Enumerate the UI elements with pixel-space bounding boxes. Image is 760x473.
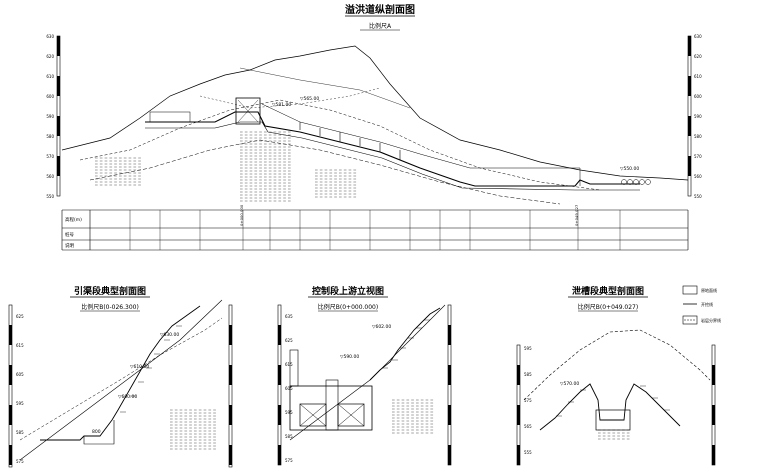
row-label-note: 说明 [65, 242, 74, 249]
ground-line [61, 45, 689, 181]
annotation-crest: ▽581.00 [272, 102, 291, 108]
elevation-tick: 615 [16, 343, 24, 348]
elevation-tick: 550 [46, 194, 54, 199]
section-chute: 泄槽段典型剖面图 比例尺B(0+049.027) 595 585 575 565 555… [516, 285, 716, 466]
elevation-tick: 580 [694, 134, 702, 139]
legend-item-ground: 原地面线 [701, 287, 717, 293]
elevation-tick: 625 [16, 314, 24, 319]
elevation-tick: 580 [46, 134, 54, 139]
section-b-scale: 比例尺B(0+000.000) [318, 303, 378, 311]
section-c-annotation: ▽570.00 [560, 381, 579, 387]
right-elevation-ruler: 630 620 610 600 590 580 570 560 550 [687, 34, 702, 199]
elevation-tick: 610 [46, 74, 54, 79]
chute-excavation [539, 383, 681, 431]
elevation-tick: 630 [694, 34, 702, 39]
annotation-mid: ▽565.00 [300, 96, 319, 102]
elevation-tick: 590 [46, 114, 54, 119]
elevation-tick: 615 [285, 362, 293, 367]
elevation-tick: 600 [46, 94, 54, 99]
elevation-tick: 555 [524, 450, 532, 455]
elevation-tick: 585 [285, 434, 293, 439]
approach-excavation [40, 305, 201, 441]
elevation-tick: 620 [694, 54, 702, 59]
control-excavation [369, 307, 441, 381]
elevation-tick: 630 [46, 34, 54, 39]
section-a-annotation-top: ▽630.00 [160, 332, 179, 338]
elevation-tick: 565 [524, 424, 532, 429]
elevation-tick: 595 [16, 401, 24, 406]
section-a-width: 800 [92, 429, 101, 435]
chainage-chute: 0+049.027 [574, 204, 579, 226]
section-a-scale: 比例尺B(0-026.300) [81, 303, 139, 311]
left-elevation-ruler: 630 620 610 600 590 580 570 560 550 [46, 34, 61, 199]
row-label-elevation: 高程(m) [65, 216, 82, 223]
elevation-tick: 570 [694, 154, 702, 159]
chainage-control: 0+000.000 [239, 204, 244, 226]
elevation-tick: 575 [285, 458, 293, 463]
elevation-tick: 585 [16, 430, 24, 435]
control-gate [235, 97, 261, 125]
main-title: 溢洪道纵剖面图 [345, 3, 415, 16]
elevation-tick: 570 [46, 154, 54, 159]
section-c-scale: 比例尺B(0+049.027) [578, 303, 638, 311]
elevation-tick: 620 [46, 54, 54, 59]
spillway-profile [145, 111, 640, 187]
elevation-tick: 605 [16, 372, 24, 377]
elevation-tick: 585 [524, 372, 532, 377]
main-scale: 比例尺A [369, 22, 392, 30]
annotation-outlet: ▽550.00 [620, 166, 639, 172]
section-b-annotation-top: ▽602.00 [372, 324, 391, 330]
elevation-tick: 560 [46, 174, 54, 179]
elevation-tick: 595 [524, 346, 532, 351]
elevation-tick: 575 [16, 459, 24, 464]
elevation-tick: 575 [524, 398, 532, 403]
profile-data-table [61, 209, 689, 251]
section-approach: 引渠段典型剖面图 比例尺B(0-026.300) 625 615 605 595 585… [8, 285, 233, 468]
legend-item-excavation: 开挖线 [701, 301, 713, 307]
section-a-annotation-low: ▽600.00 [118, 394, 137, 400]
elevation-tick: 560 [694, 174, 702, 179]
elevation-tick: 595 [285, 410, 293, 415]
elevation-tick: 590 [694, 114, 702, 119]
section-a-annotation-mid: ▽610.00 [130, 364, 149, 370]
elevation-tick: 625 [285, 338, 293, 343]
elevation-tick: 610 [694, 74, 702, 79]
elevation-tick: 600 [694, 94, 702, 99]
elevation-tick: 635 [285, 314, 293, 319]
row-label-chainage: 桩号 [65, 231, 74, 238]
section-a-title: 引渠段典型剖面图 [74, 285, 146, 297]
section-control: 控制段上游立视图 比例尺B(0+000.000) 635 625 615 605 595… [277, 285, 452, 466]
elevation-tick: 550 [694, 194, 702, 199]
section-c-title: 泄槽段典型剖面图 [572, 285, 644, 297]
main-profile: 溢洪道纵剖面图 比例尺A 630 620 610 600 590 580 570 560 550… [46, 3, 702, 251]
legend-item-rock: 岩层分界线 [701, 317, 721, 323]
elevation-tick: 605 [285, 386, 293, 391]
control-pier-block [289, 385, 373, 431]
section-b-title: 控制段上游立视图 [312, 285, 384, 297]
legend: 原地面线 开挖线 岩层分界线 [682, 285, 721, 325]
section-b-annotation-mid: ▽590.00 [340, 354, 359, 360]
